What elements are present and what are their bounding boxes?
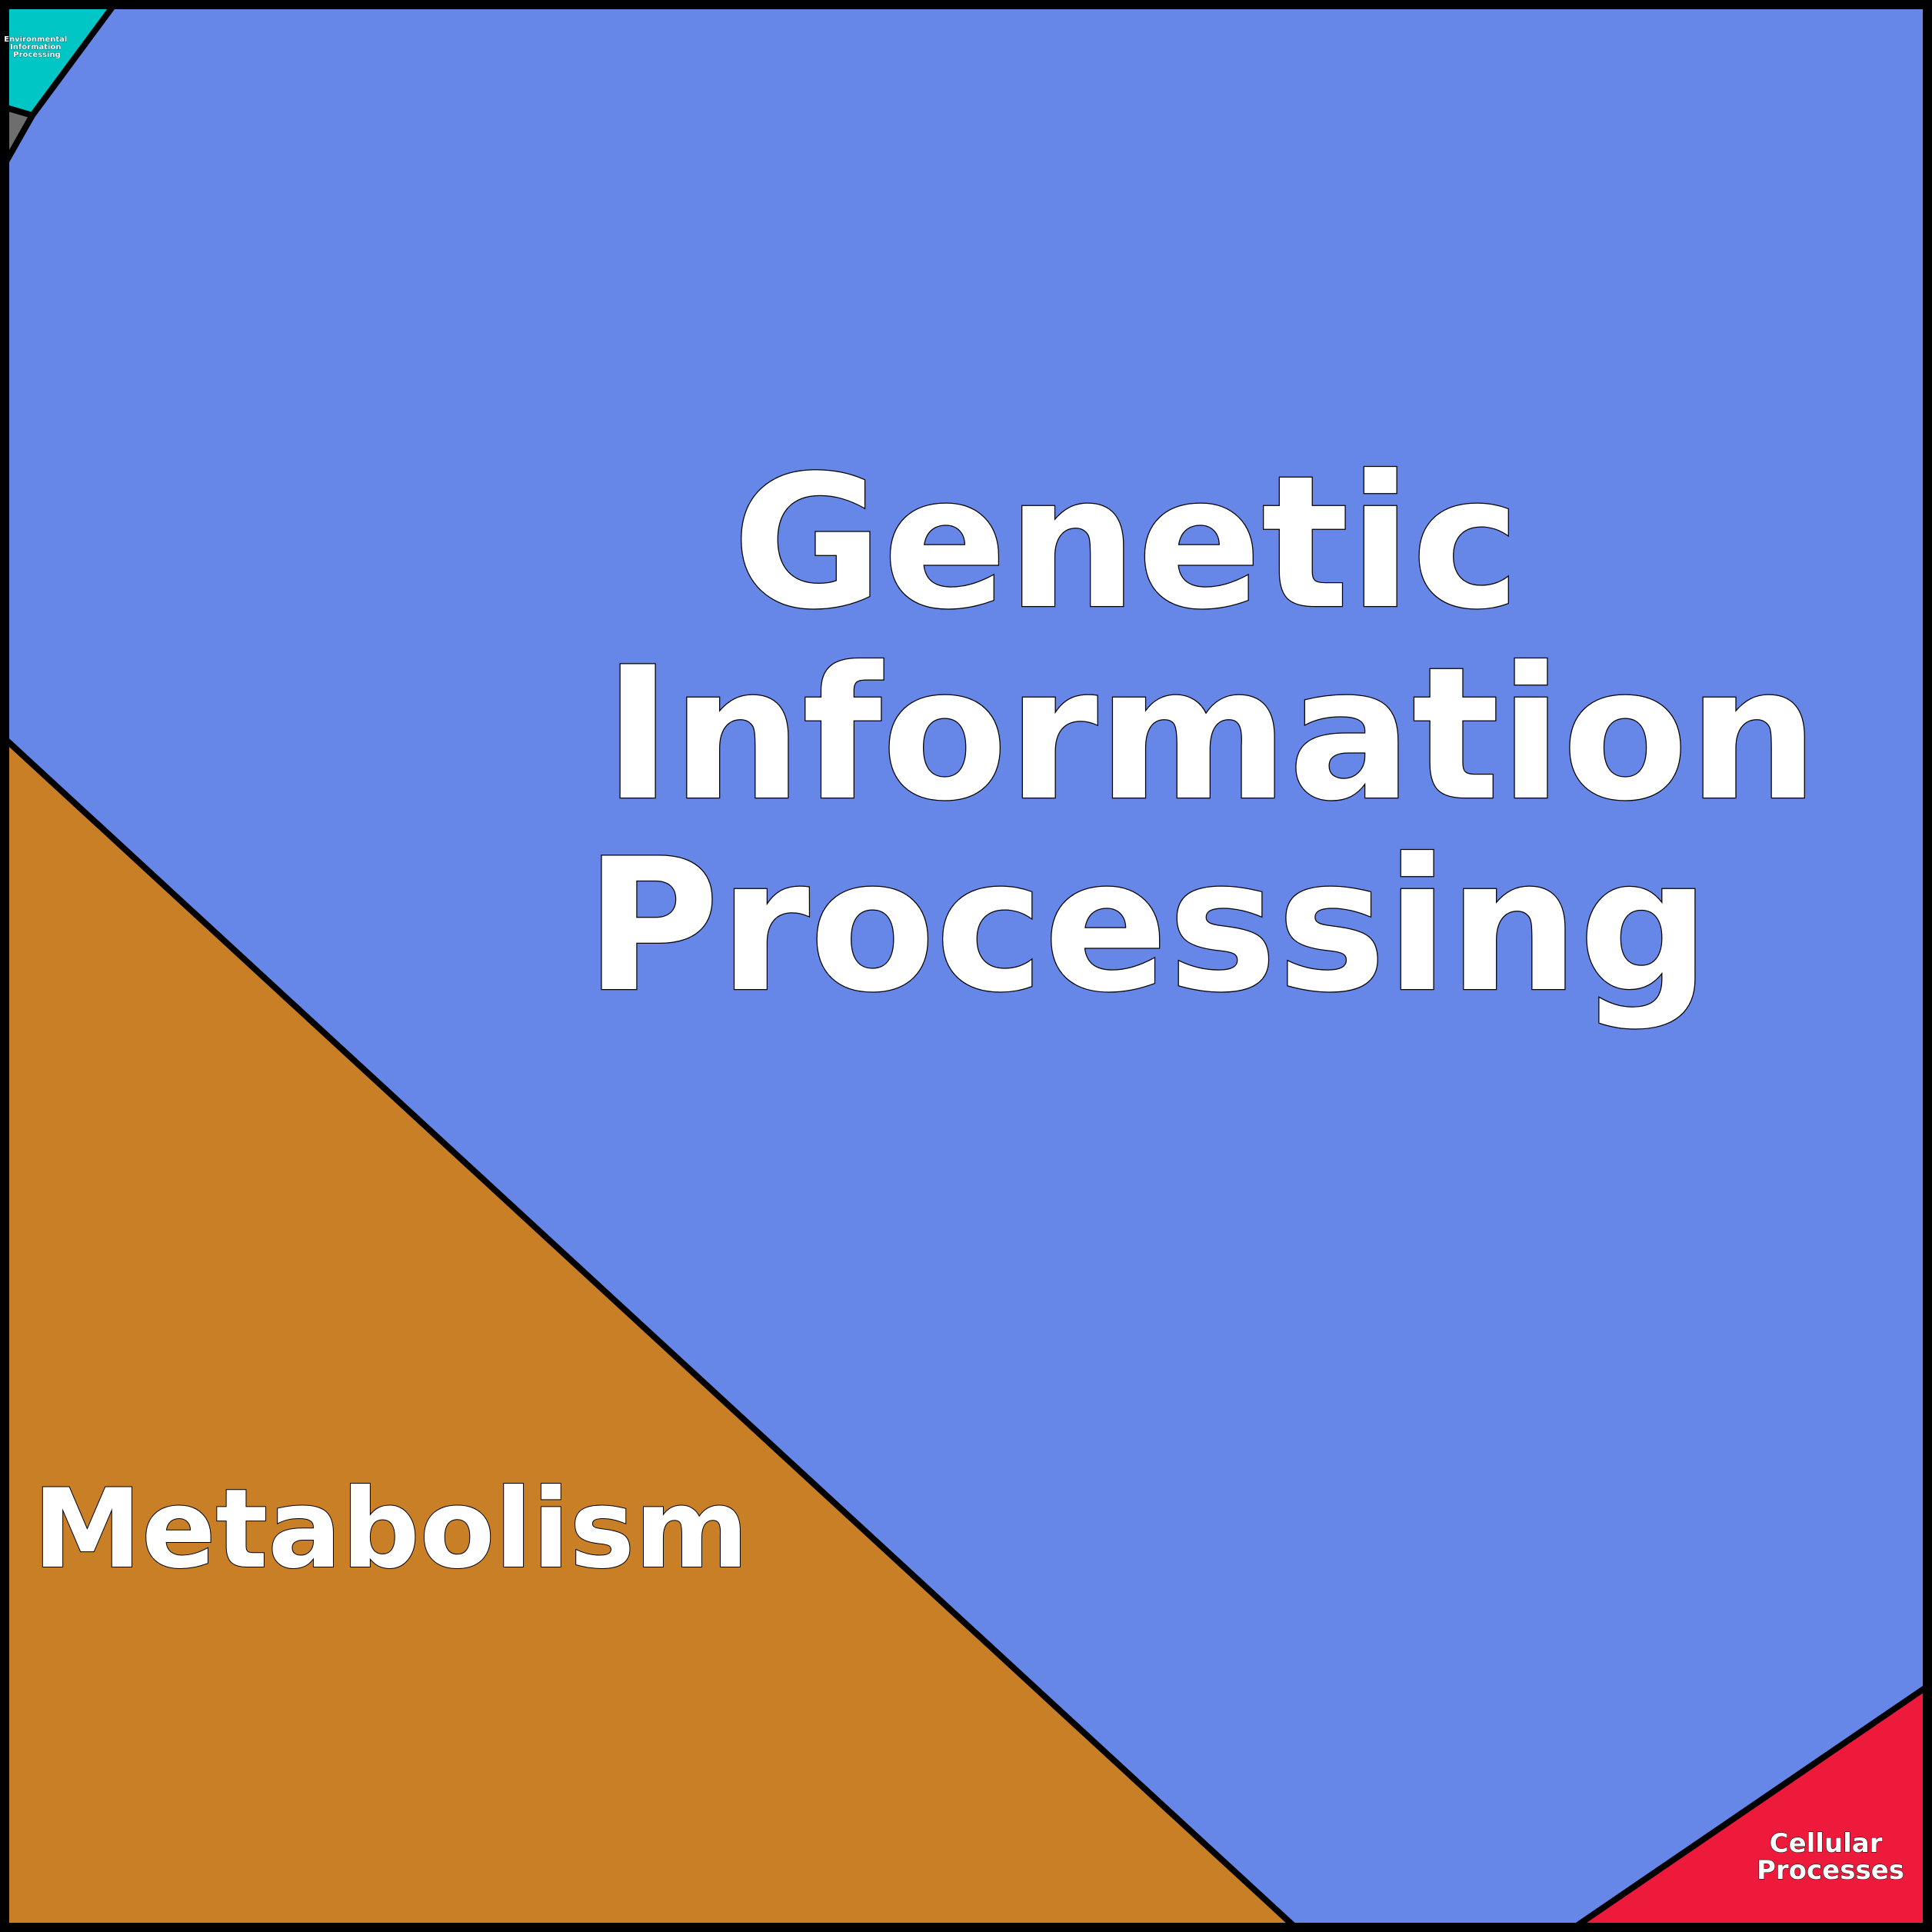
- label-environmental-information-processing: Environmental Information Processing: [4, 35, 70, 59]
- label-metabolism: Metabolism: [33, 1466, 748, 1593]
- label-line: Processes: [1757, 1855, 1904, 1886]
- label-genetic-information-processing: Genetic Information Processing: [585, 437, 1882, 1033]
- cell-borders: [3, 3, 1929, 1929]
- label-line: Information: [10, 43, 61, 52]
- border-cellular-genetic: [1574, 1684, 1929, 1929]
- border-organismal-genetic: [3, 112, 35, 165]
- label-line: Cellular: [1770, 1828, 1883, 1859]
- label-cellular-processes: Cellular Processes: [1757, 1828, 1904, 1886]
- label-line: Processing: [13, 51, 60, 59]
- border-environmental-organismal: [3, 105, 35, 118]
- cell-environmental-information-processing[interactable]: [6, 6, 113, 115]
- label-line: Metabolism: [33, 1466, 748, 1593]
- border-metabolism-genetic: [3, 737, 1297, 1929]
- label-line: Genetic: [733, 437, 1521, 650]
- label-line: Processing: [585, 820, 1710, 1033]
- label-line: Environmental: [4, 35, 67, 44]
- border-environmental-genetic: [29, 3, 116, 118]
- label-line: Information: [604, 628, 1818, 841]
- cell-genetic-information-processing[interactable]: [6, 6, 1926, 1926]
